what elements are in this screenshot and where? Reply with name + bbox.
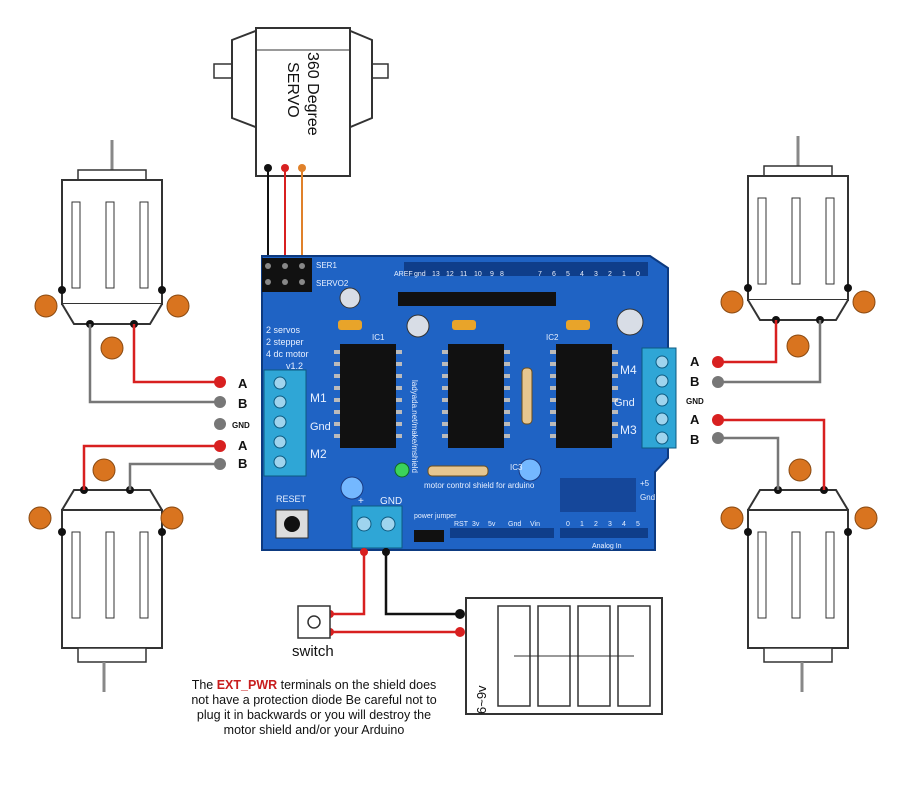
m2-label: M2	[310, 447, 327, 461]
svg-text:4 dc motor: 4 dc motor	[266, 349, 309, 359]
svg-text:GND: GND	[232, 421, 250, 430]
svg-text:IC2: IC2	[546, 333, 559, 342]
analog-pin-labels: 0 1 2 3 4 5 Analog In	[566, 521, 640, 550]
gnd-left-label: Gnd	[310, 421, 331, 433]
reset-label: RESET	[276, 494, 307, 504]
svg-text:4: 4	[622, 521, 626, 528]
svg-text:0: 0	[566, 521, 570, 528]
svg-text:11: 11	[460, 271, 467, 278]
gnd-right-label: Gnd	[614, 397, 635, 409]
right-terminal-labels: A B GND A B	[686, 354, 704, 447]
warning-note: The EXT_PWR terminals on the shield does…	[191, 678, 437, 737]
motor-control-label: motor control shield for arduino	[424, 481, 535, 490]
dc-motor-bottom-right	[720, 458, 878, 692]
m3-label: M3	[620, 423, 637, 437]
gnd-small-label: Gnd	[640, 493, 655, 502]
svg-text:1: 1	[580, 521, 584, 528]
svg-text:gnd: gnd	[414, 271, 426, 278]
digital-pin-labels: AREF gnd 13 12 11 10 9 8 7 6 5 4 3 2 1 0	[394, 271, 640, 278]
motor-wires-left	[82, 324, 226, 490]
board-url: ladyada.net/make/mshield	[410, 380, 419, 473]
board-text: 2 servos 2 stepper 4 dc motor v1.2	[266, 325, 309, 371]
svg-text:3v: 3v	[472, 521, 480, 528]
svg-text:Analog In: Analog In	[592, 543, 622, 550]
power-jumper-label: power jumper	[414, 513, 457, 520]
svg-text:RST: RST	[454, 521, 469, 528]
ext-plus-label: +	[358, 496, 364, 507]
svg-text:2: 2	[594, 521, 598, 528]
servo-label-line1: 360 Degree	[304, 52, 321, 136]
svg-text:GND: GND	[686, 397, 704, 406]
terminal-block-right: M4 Gnd M3	[614, 347, 677, 449]
svg-text:Gnd: Gnd	[508, 521, 521, 528]
m1-label: M1	[310, 391, 327, 405]
svg-text:B: B	[238, 396, 247, 411]
ext-power-terminal: + GND	[351, 496, 403, 549]
power-switch: switch	[292, 605, 334, 660]
svg-text:5: 5	[636, 521, 640, 528]
dc-motor-top-right	[720, 136, 876, 358]
left-terminal-labels: A B GND A B	[232, 376, 250, 471]
svg-text:10: 10	[474, 271, 482, 278]
svg-text:A: A	[690, 354, 700, 369]
terminal-block-left: M1 Gnd M2	[263, 369, 331, 477]
svg-text:B: B	[690, 374, 699, 389]
svg-text:12: 12	[446, 271, 454, 278]
svg-text:AREF: AREF	[394, 271, 413, 278]
svg-text:9: 9	[490, 271, 494, 278]
motor-shield: AREF gnd 13 12 11 10 9 8 7 6 5 4 3 2 1 0…	[261, 255, 677, 551]
svg-text:13: 13	[432, 271, 440, 278]
ic-chips: IC1 IC3 IC2	[334, 333, 618, 472]
svg-text:0: 0	[636, 271, 640, 278]
servo-label-line2: SERVO	[284, 62, 301, 118]
svg-text:2 servos: 2 servos	[266, 325, 301, 335]
ext-pwr-highlight: EXT_PWR	[216, 678, 278, 692]
svg-text:IC3: IC3	[510, 463, 523, 472]
svg-text:Vin: Vin	[530, 521, 540, 528]
battery-pack: 6~9v	[465, 597, 663, 715]
dc-motor-top-left	[34, 140, 190, 360]
svg-text:A: A	[238, 438, 248, 453]
servo2-label: SERVO2	[316, 279, 349, 288]
svg-text:B: B	[238, 456, 247, 471]
svg-text:A: A	[690, 412, 700, 427]
svg-text:7: 7	[538, 271, 542, 278]
svg-text:A: A	[238, 376, 248, 391]
servo-wires	[264, 164, 306, 262]
reset-button: RESET	[275, 494, 309, 539]
power-pin-labels: RST 3v 5v Gnd Vin	[454, 521, 540, 528]
svg-text:B: B	[690, 432, 699, 447]
svg-text:3: 3	[608, 521, 612, 528]
power-wires	[326, 548, 465, 637]
svg-text:2 stepper: 2 stepper	[266, 337, 304, 347]
plus5-label: +5	[640, 479, 650, 488]
battery-label: 6~9v	[474, 685, 489, 714]
svg-text:IC1: IC1	[372, 333, 385, 342]
svg-text:3: 3	[594, 271, 598, 278]
svg-text:5: 5	[566, 271, 570, 278]
svg-text:5v: 5v	[488, 521, 496, 528]
svg-text:4: 4	[580, 271, 584, 278]
servo-motor: 360 Degree SERVO	[213, 27, 389, 177]
m4-label: M4	[620, 363, 637, 377]
ext-gnd-label: GND	[380, 496, 402, 507]
svg-text:v1.2: v1.2	[286, 361, 303, 371]
motor-wires-right	[712, 320, 826, 490]
switch-label: switch	[292, 643, 334, 660]
dc-motor-bottom-left	[28, 458, 184, 692]
svg-text:8: 8	[500, 271, 504, 278]
svg-text:2: 2	[608, 271, 612, 278]
svg-text:1: 1	[622, 271, 626, 278]
svg-text:6: 6	[552, 271, 556, 278]
servo1-label: SER1	[316, 261, 337, 270]
